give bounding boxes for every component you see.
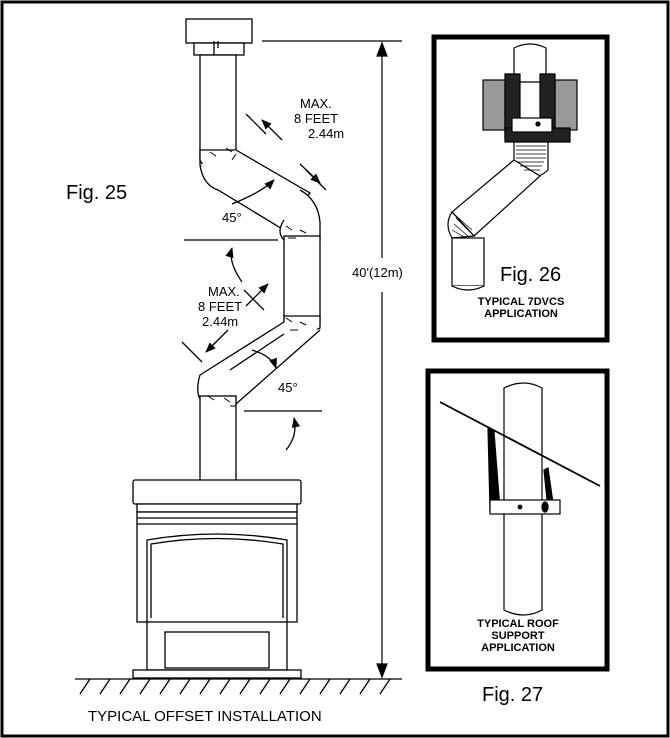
fig27-caption: TYPICAL ROOF SUPPORT APPLICATION	[434, 618, 602, 654]
upper-angle-label: 45°	[222, 210, 242, 225]
lower-dim-line1: MAX.	[208, 284, 240, 299]
upper-dim-line1: MAX.	[300, 96, 332, 111]
height-dimension-label: 40'(12m)	[352, 265, 403, 280]
ground-line	[75, 678, 402, 695]
upper-dimension	[245, 113, 327, 191]
fig27-drawing	[439, 382, 601, 616]
fig26-caption: TYPICAL 7DVCS APPLICATION	[440, 296, 602, 320]
upper-angle-marker	[184, 179, 278, 283]
fig26-label: Fig. 26	[500, 264, 562, 286]
offset-vent-pipe	[185, 18, 321, 489]
stove	[132, 479, 302, 679]
lower-angle-label: 45°	[278, 380, 298, 395]
fig25-label: Fig. 25	[66, 182, 128, 204]
fig26-caption-line2: APPLICATION	[484, 308, 558, 320]
lower-max-dimension-label: MAX. 8 FEET 2.44m	[198, 284, 242, 329]
upper-dim-line3: 2.44m	[308, 126, 345, 141]
upper-max-dimension-label: MAX. 8 FEET 2.44m	[290, 96, 344, 141]
height-dimension-line	[262, 40, 402, 679]
lower-dimension	[181, 283, 269, 363]
offset-installation-caption: TYPICAL OFFSET INSTALLATION	[88, 708, 322, 725]
lower-angle-marker	[244, 349, 322, 451]
fig27-caption-line1: TYPICAL ROOF	[477, 618, 559, 630]
fig27-caption-line2: SUPPORT	[491, 630, 545, 642]
lower-dim-line3: 2.44m	[202, 314, 239, 329]
fig26-caption-line1: TYPICAL 7DVCS	[477, 296, 565, 308]
lower-dim-line2: 8 FEET	[198, 299, 243, 314]
fig27-caption-line3: APPLICATION	[481, 642, 555, 654]
upper-dim-line2: 8 FEET	[294, 111, 339, 126]
fig27-label: Fig. 27	[482, 684, 544, 706]
